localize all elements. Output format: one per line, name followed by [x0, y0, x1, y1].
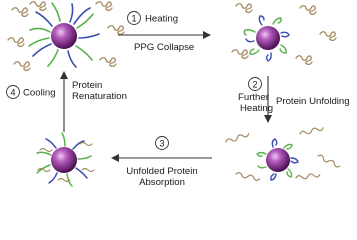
- diagram-stage: 1 Heating PPG Collapse 2 Further Heating…: [6, 1, 350, 188]
- step-3-number: 3: [159, 138, 164, 148]
- note-top: PPG Collapse: [134, 42, 194, 53]
- note-right: Protein Unfolding: [276, 96, 350, 107]
- step-4: 4 Cooling Protein Renaturation: [6, 80, 127, 102]
- step-1: 1 Heating PPG Collapse: [127, 11, 194, 53]
- particle-bottom-left: [36, 132, 95, 187]
- note-bottom-line-1: Unfolded Protein: [126, 166, 197, 177]
- note-left-line-1: Protein: [72, 80, 102, 91]
- step-2: 2 Further Heating Protein Unfolding: [238, 77, 350, 114]
- note-left-line-2: Renaturation: [72, 91, 127, 102]
- particle-top-left: [28, 2, 100, 68]
- particle-top-right: [243, 15, 290, 62]
- step-2-label-line-2: Heating: [240, 103, 273, 114]
- step-4-circle: [6, 85, 20, 99]
- step-2-label-line-1: Further: [238, 92, 270, 103]
- particle-core: [51, 23, 77, 49]
- step-3: 3 Unfolded Protein Absorption: [126, 136, 198, 188]
- particle-core: [266, 148, 290, 172]
- step-2-circle: [248, 77, 262, 91]
- process-diagram: 1 Heating PPG Collapse 2 Further Heating…: [6, 1, 350, 188]
- proteins-top-right: [231, 3, 337, 66]
- step-4-label: Cooling: [23, 88, 56, 99]
- step-2-number: 2: [252, 79, 257, 89]
- step-1-number: 1: [131, 13, 136, 23]
- step-3-circle: [155, 136, 169, 150]
- particle-bottom-right: [256, 138, 299, 181]
- step-4-number: 4: [10, 87, 15, 97]
- particle-core: [51, 147, 77, 173]
- step-1-label: Heating: [145, 14, 178, 25]
- note-bottom-line-2: Absorption: [139, 177, 185, 188]
- particle-core: [256, 26, 280, 50]
- step-1-circle: [127, 11, 141, 25]
